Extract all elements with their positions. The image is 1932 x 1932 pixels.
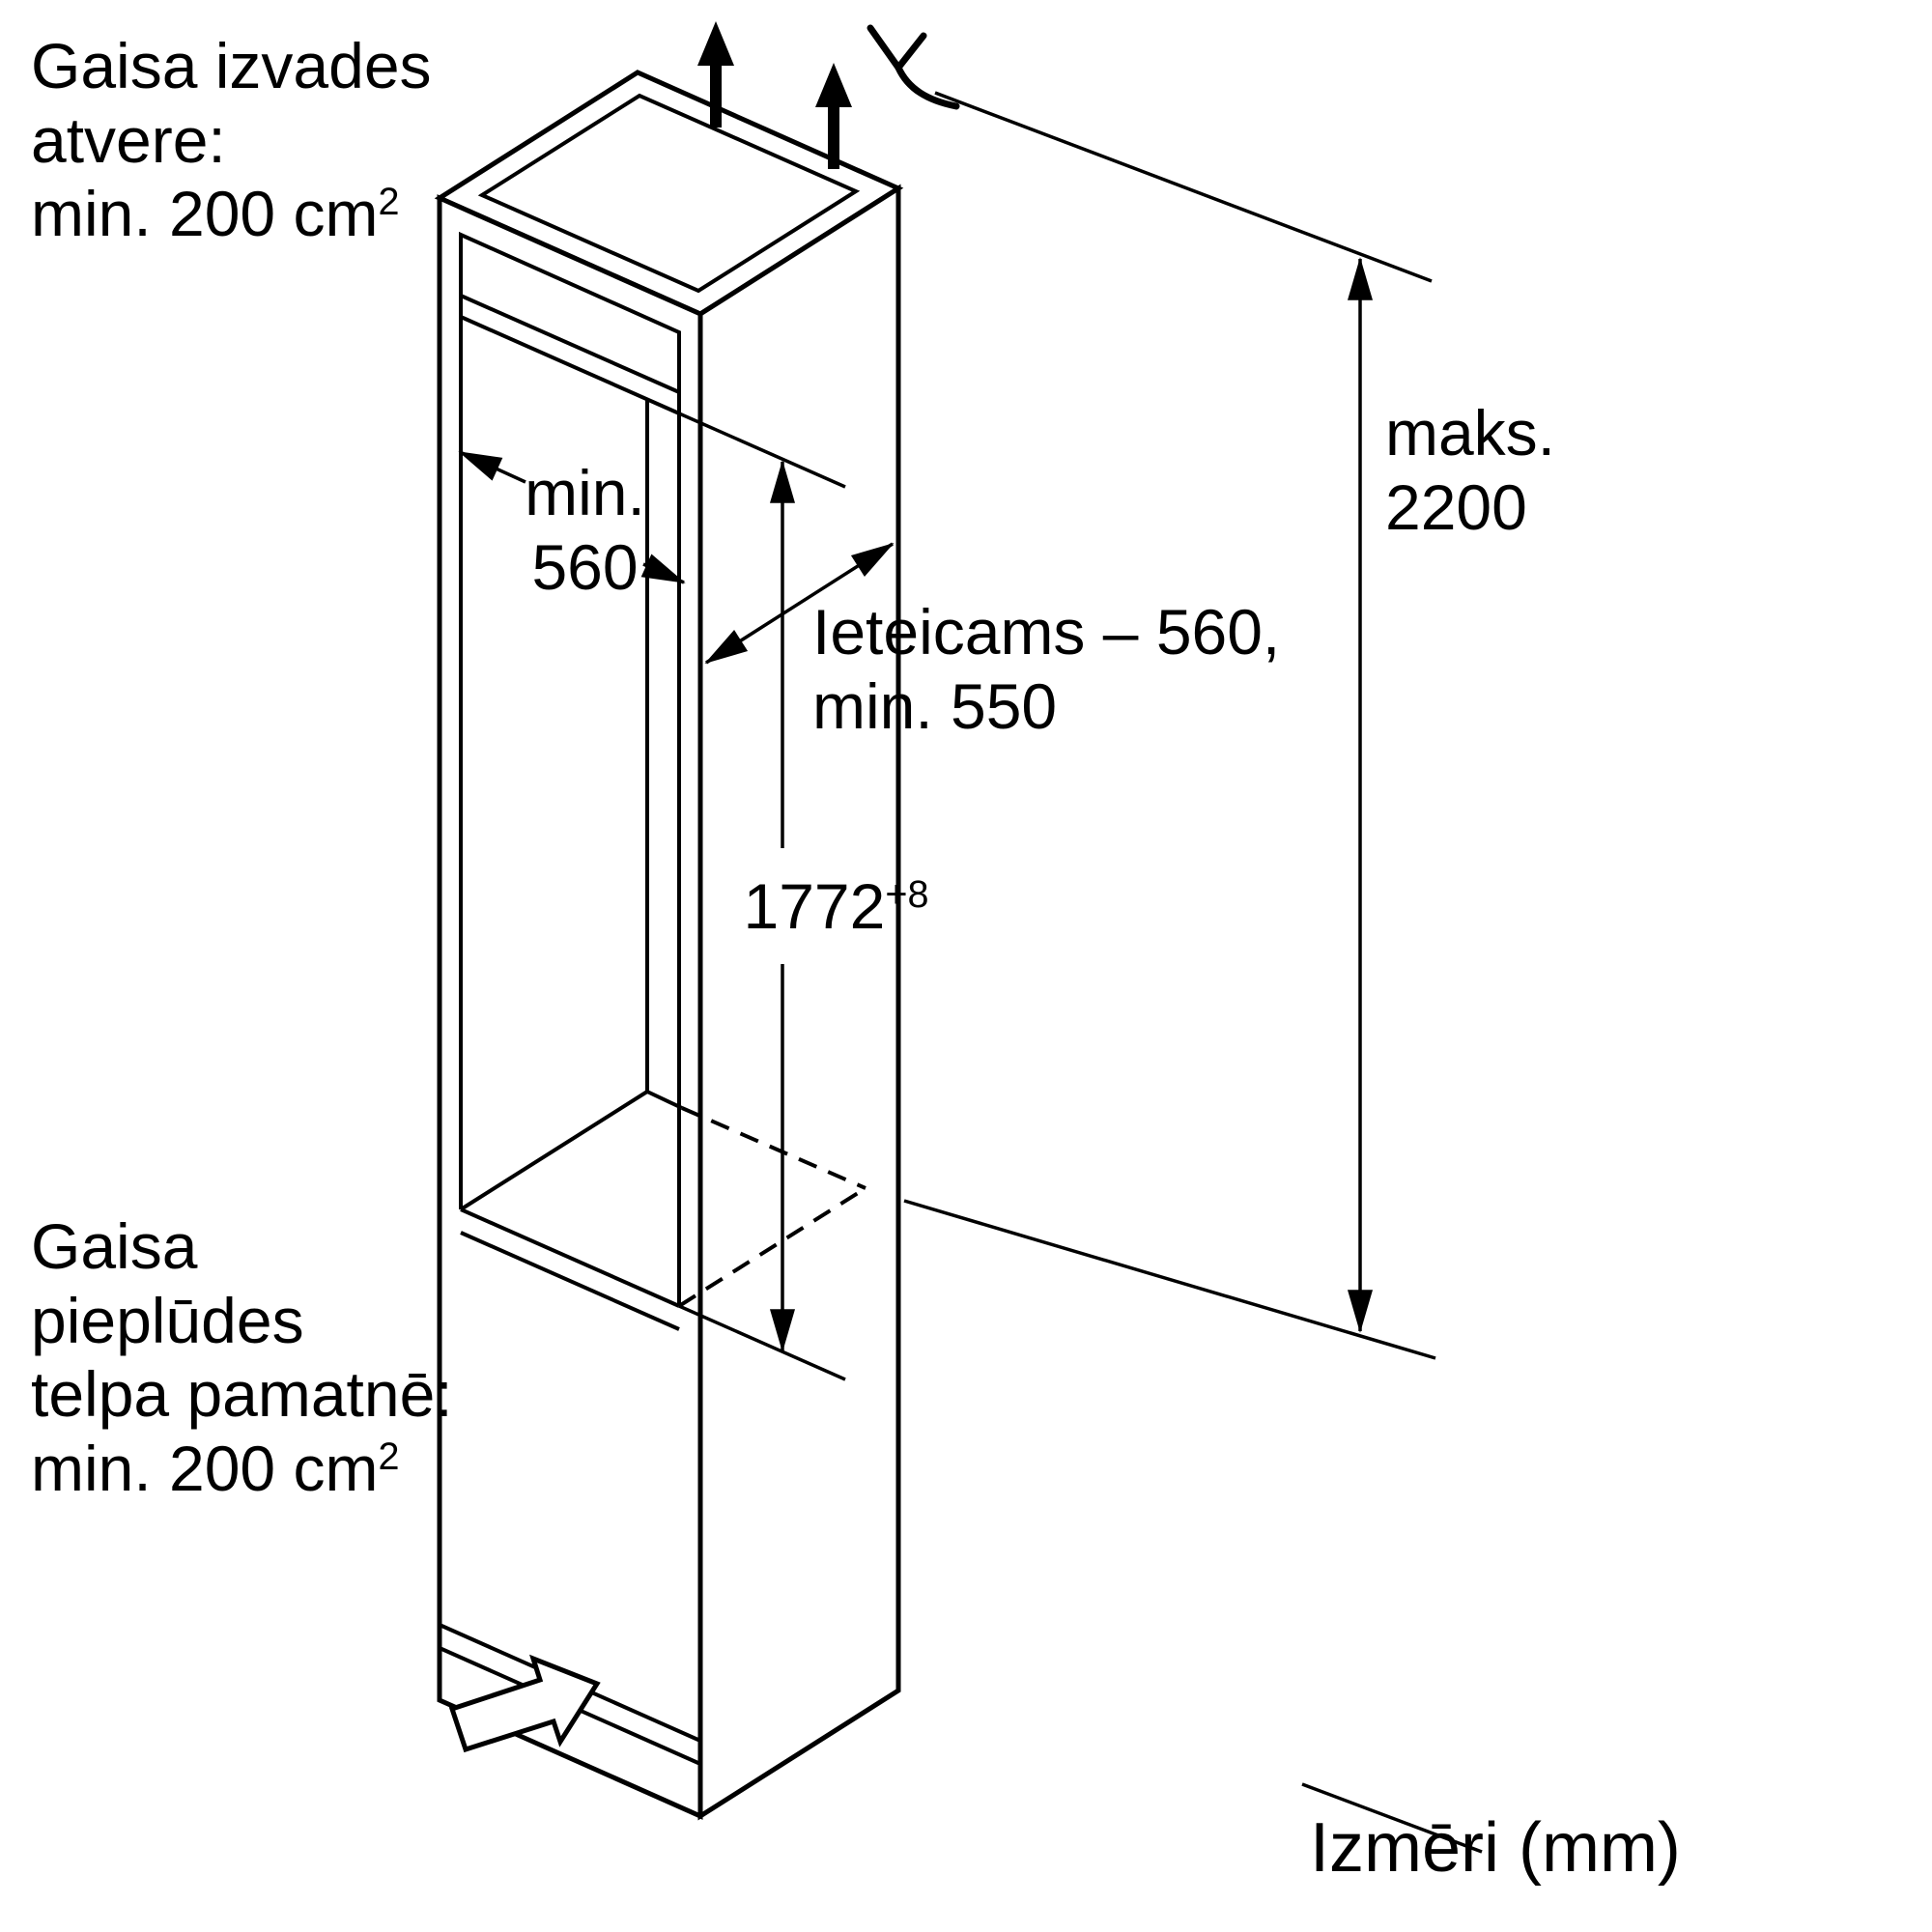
units-note: Izmēri (mm) — [1310, 1809, 1681, 1887]
power-cord-icon — [867, 24, 960, 110]
top-vent-opening — [477, 93, 861, 294]
cabinet-front-face — [437, 194, 703, 1820]
niche-floor-right-edge-hidden — [677, 1186, 867, 1308]
niche-width-line1: min. — [525, 457, 645, 528]
depth-line1: Ieteicams – 560, — [812, 596, 1281, 668]
niche-floor-back-edge-hidden — [681, 1106, 867, 1190]
air-outlet-line2: atvere: — [31, 103, 226, 176]
niche-width-line2: 560 — [531, 530, 639, 603]
niche-width-arrow-right — [640, 554, 686, 584]
air-inflow-arrow-icon — [448, 1654, 601, 1753]
niche-height-extension-bottom — [678, 1304, 846, 1381]
air-inlet-line2: pieplūdes — [31, 1284, 304, 1356]
niche-height-tolerance: +8 — [885, 873, 929, 917]
niche-height-value: 1772 — [743, 870, 886, 942]
air-outlet-line3: min. 200 cm2 — [31, 178, 400, 250]
niche-height-label: 1772+8 — [694, 869, 979, 944]
niche-height-extension-top — [678, 412, 846, 489]
depth-label: Ieteicams – 560, min. 550 — [812, 595, 1280, 743]
air-outlet-line1: Gaisa izvades — [31, 30, 432, 101]
niche-width-label: min. 560 — [481, 456, 689, 604]
floor-reference-line — [903, 1199, 1436, 1360]
niche-ceiling-line-1 — [460, 294, 680, 394]
front-frame-inner-edge — [459, 231, 681, 1306]
air-inlet-line4: min. 200 cm2 — [31, 1432, 400, 1504]
up-arrow-icon — [815, 63, 852, 169]
niche-floor-left-edge — [459, 1090, 649, 1211]
max-height-line1: maks. — [1385, 397, 1556, 469]
up-arrow-icon — [697, 21, 734, 128]
air-inlet-line1: Gaisa — [31, 1210, 198, 1282]
max-height-line2: 2200 — [1385, 470, 1527, 543]
cabinet-side-face — [697, 184, 901, 1821]
air-inlet-label: Gaisa pieplūdes telpa pamatnē: min. 200 … — [31, 1209, 453, 1505]
air-inlet-line3: telpa pamatnē: — [31, 1358, 453, 1431]
ceiling-reference-line — [934, 91, 1433, 283]
depth-line2: min. 550 — [812, 669, 1058, 742]
niche-floor-back-edge-visible — [646, 1090, 683, 1110]
niche-width-arrow-left — [458, 450, 526, 484]
superscript: 2 — [378, 181, 400, 224]
depth-dimension-arrow — [704, 542, 895, 665]
max-height-label: maks. 2200 — [1385, 396, 1555, 544]
niche-floor-front-edge — [460, 1208, 680, 1308]
air-outlet-label: Gaisa izvades atvere: min. 200 cm2 — [31, 29, 432, 251]
niche-floor-thickness-line — [460, 1231, 680, 1331]
superscript: 2 — [378, 1435, 400, 1478]
baseline-reference-line — [1301, 1782, 1483, 1854]
niche-ceiling-line-2 — [460, 315, 680, 415]
